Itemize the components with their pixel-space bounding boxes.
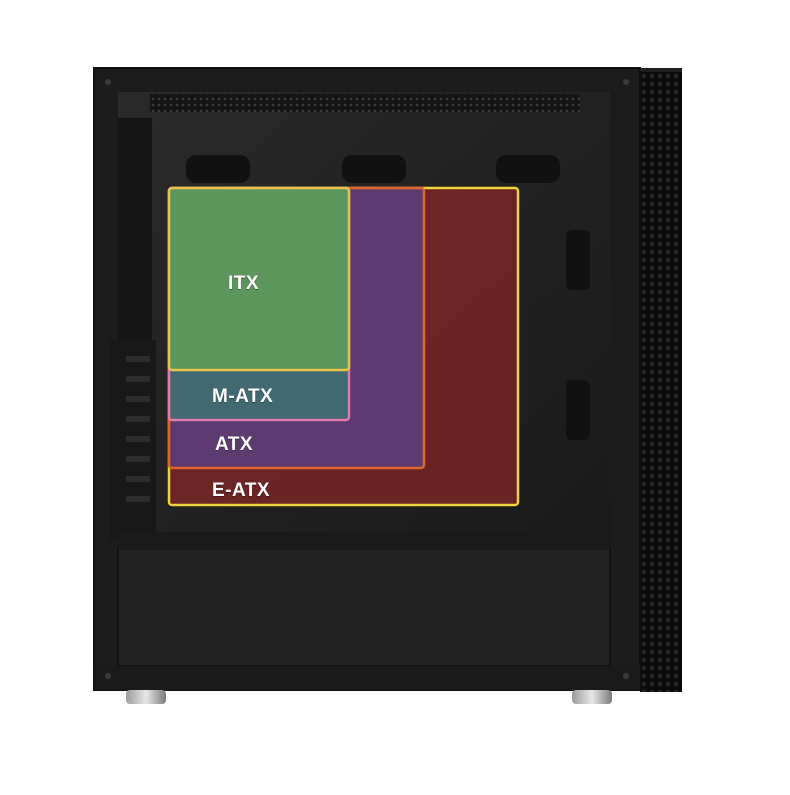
zone-label-atx: ATX bbox=[215, 434, 254, 455]
foot-left bbox=[126, 690, 166, 704]
psu-shroud bbox=[117, 547, 611, 667]
foot-right bbox=[572, 690, 612, 704]
zone-label-matx: M-ATX bbox=[212, 386, 274, 407]
zone-itx bbox=[167, 186, 351, 372]
zone-label-eatx: E-ATX bbox=[212, 480, 271, 501]
rear-io-area bbox=[118, 118, 152, 348]
zone-label-itx: ITX bbox=[228, 273, 260, 294]
top-mesh bbox=[150, 94, 580, 112]
front-mesh-panel bbox=[640, 72, 682, 692]
